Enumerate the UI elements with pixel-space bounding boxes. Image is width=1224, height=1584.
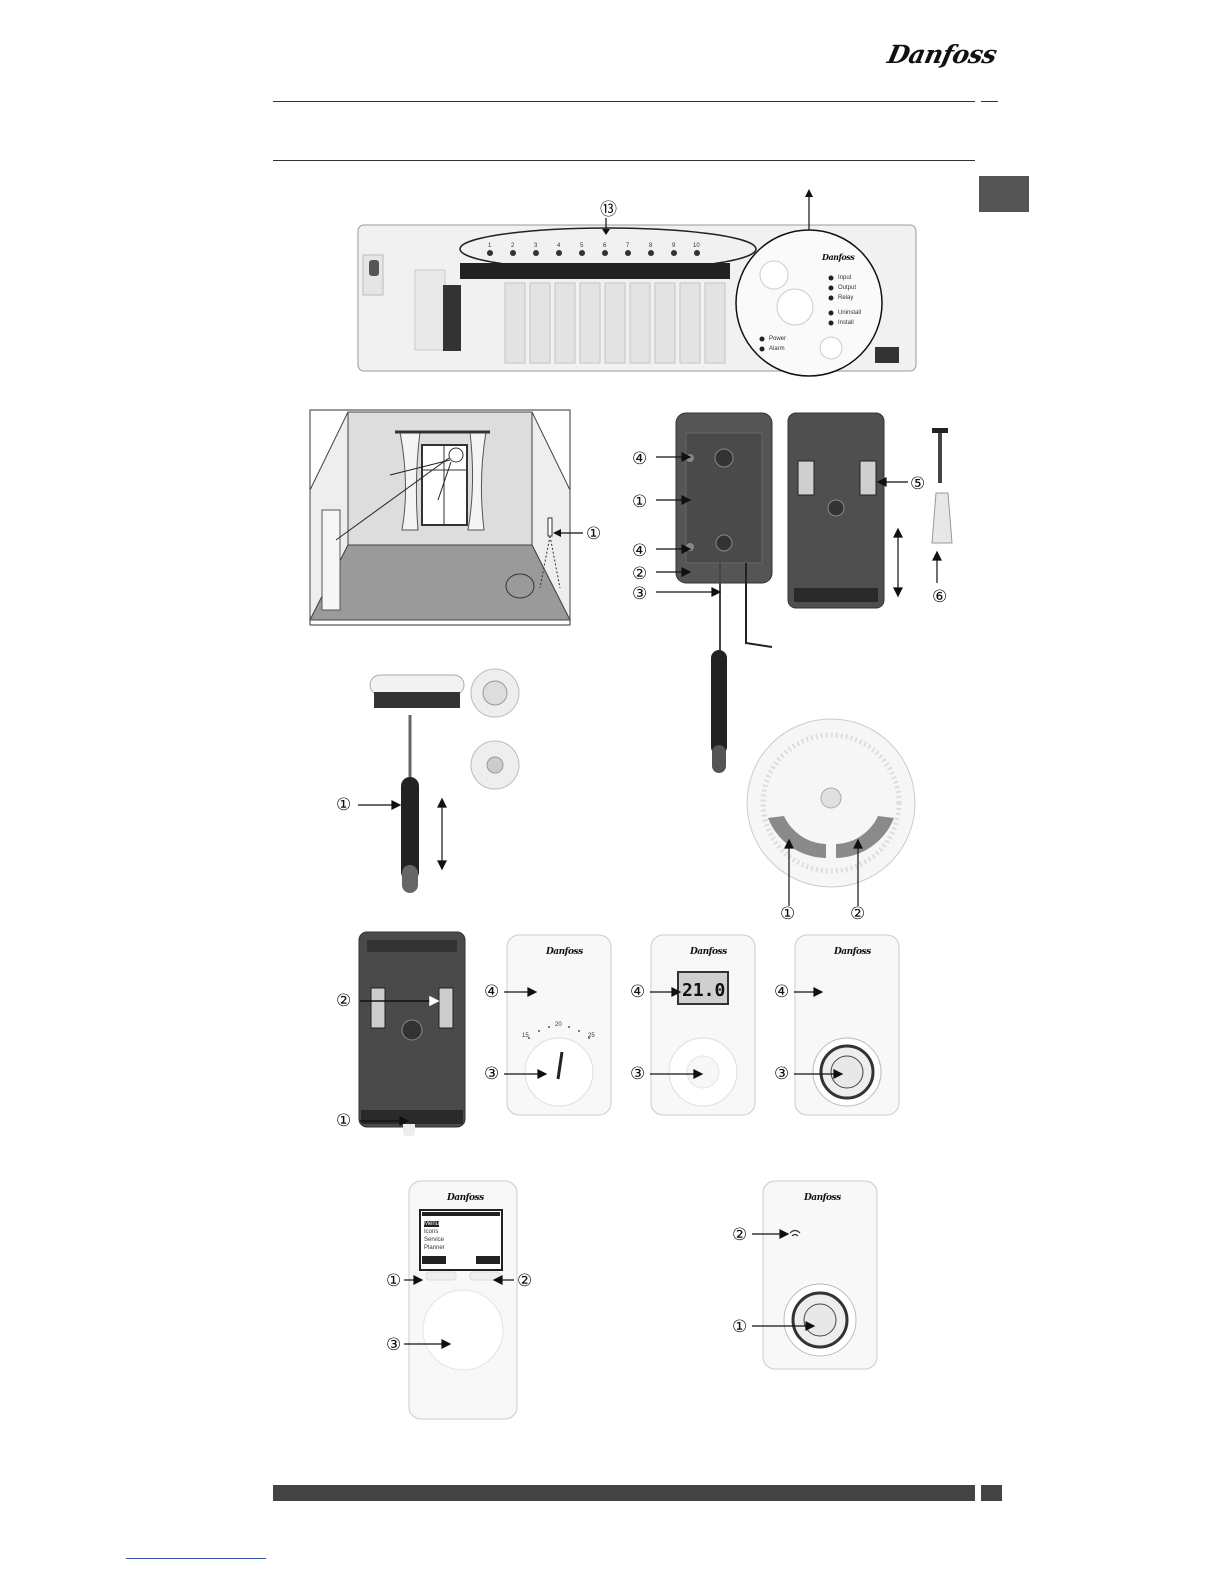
danfoss-logo: Danfoss: [885, 40, 999, 69]
controller-logo: Danfoss: [822, 252, 854, 262]
wall-plate-callout-4a: ④: [632, 449, 647, 469]
sensor-callout-1: ①: [336, 795, 351, 815]
channel-2-label: 2: [511, 243, 514, 249]
section-tab: [979, 176, 1029, 212]
wall-plate-callout-2: ②: [632, 564, 647, 584]
base-callout-1: ①: [336, 1111, 351, 1131]
header-rule-bottom: [273, 160, 975, 161]
sensor-arrows: [354, 795, 454, 870]
wireless-logo: Danfoss: [804, 1193, 841, 1203]
channel-9-label: 9: [672, 243, 675, 249]
led-uninstall-label: Uninstall: [838, 310, 861, 316]
row4-arrows: [500, 984, 850, 1084]
channel-10-label: 10: [693, 243, 700, 249]
wireless-callout-2: ②: [732, 1225, 747, 1245]
wall-plate-callout-4b: ④: [632, 541, 647, 561]
display-thermostat-logo: Danfoss: [690, 947, 727, 957]
footer-bar: [273, 1485, 975, 1501]
ring-thermostat-logo: Danfoss: [834, 947, 871, 957]
room-callout-arrow: [553, 527, 585, 539]
sensor-dial-callout-2: ②: [850, 904, 865, 924]
led-power-label: Power: [769, 336, 786, 342]
dial-callout-3: ③: [484, 1064, 499, 1084]
wireless-callout-1: ①: [732, 1317, 747, 1337]
channel-1-label: 1: [488, 243, 491, 249]
sensor-dial-callout-1: ①: [780, 904, 795, 924]
led-alarm-label: Alarm: [769, 346, 785, 352]
wall-plate-arrows: [650, 440, 950, 610]
floor-sensor-illustration: [368, 670, 468, 715]
led-relay-label: Relay: [838, 295, 853, 301]
wall-plate-callout-3: ③: [632, 584, 647, 604]
channel-3-label: 3: [534, 243, 537, 249]
base-callout-2: ②: [336, 991, 351, 1011]
controller-illustration: [355, 185, 925, 380]
room-illustration: [310, 410, 570, 625]
remote-arrows: [400, 1272, 520, 1357]
remote-logo: Danfoss: [447, 1193, 484, 1203]
base-arrows: [354, 995, 444, 1125]
channel-5-label: 5: [580, 243, 583, 249]
channel-4-label: 4: [557, 243, 560, 249]
sensor-back-small: [470, 740, 520, 790]
footer-page-box: [981, 1485, 1002, 1501]
header-rule-top-short: [981, 101, 998, 102]
dial-callout-4: ④: [484, 982, 499, 1002]
remote-menu-item-3: Service: [424, 1237, 444, 1243]
sensor-front-small: [470, 668, 520, 718]
sensor-dial-arrows: [780, 838, 870, 908]
led-input-label: Input: [838, 275, 851, 281]
led-output-label: Output: [838, 285, 856, 291]
remote-menu-item-1: Menu: [424, 1221, 439, 1227]
channel-6-label: 6: [603, 243, 606, 249]
remote-callout-1: ①: [386, 1271, 401, 1291]
room-sensor-callout: ①: [586, 524, 601, 544]
remote-callout-3: ③: [386, 1335, 401, 1355]
remote-menu-item-4: Planner: [424, 1245, 445, 1251]
controller-channels-callout: ⑬: [600, 200, 617, 220]
footer-link-underline: [126, 1558, 266, 1559]
remote-menu-item-2: Icons: [424, 1229, 438, 1235]
channel-7-label: 7: [626, 243, 629, 249]
screwdriver-illustration-a: [705, 650, 735, 775]
header-rule-top: [273, 101, 975, 102]
channel-8-label: 8: [649, 243, 652, 249]
wall-plate-callout-1: ①: [632, 492, 647, 512]
wireless-arrows: [748, 1226, 828, 1326]
dial-thermostat-logo: Danfoss: [546, 947, 583, 957]
led-install-label: Install: [838, 320, 854, 326]
